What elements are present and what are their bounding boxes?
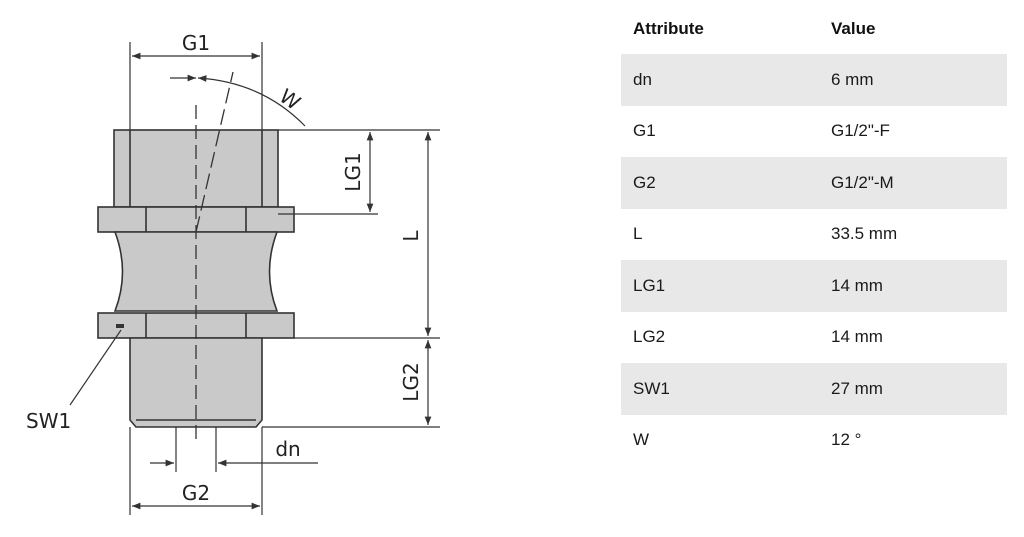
- attribute-cell: L: [633, 224, 643, 244]
- table-row: W 12 °: [621, 415, 1007, 467]
- attribute-table: Attribute Value dn 6 mm G1 G1/2"-F G2 G1…: [621, 4, 1007, 466]
- table-row: LG1 14 mm: [621, 260, 1007, 312]
- attribute-cell: dn: [621, 54, 819, 106]
- value-cell: 12 °: [831, 430, 862, 450]
- w-label: W: [275, 84, 305, 115]
- value-cell: G1/2"-F: [831, 121, 890, 141]
- value-cell: 14 mm: [819, 260, 1007, 312]
- table-row: LG2 14 mm: [621, 312, 1007, 364]
- attribute-cell: G1: [633, 121, 656, 141]
- value-cell: G1/2"-M: [819, 157, 1007, 209]
- value-cell: 6 mm: [819, 54, 1007, 106]
- bottom-section: [129, 337, 263, 428]
- sw1-label: SW1: [26, 409, 71, 433]
- attribute-cell: LG2: [633, 327, 666, 347]
- table-row: L 33.5 mm: [621, 209, 1007, 261]
- sw1-leader-line: [69, 329, 122, 406]
- technical-drawing: G1 W LG1 L LG2 SW1 dn G2: [26, 31, 440, 515]
- lg2-label: LG2: [399, 362, 423, 401]
- angle-line: [195, 71, 234, 233]
- attribute-cell: W: [633, 430, 650, 450]
- value-cell: 33.5 mm: [831, 224, 898, 244]
- l-label: L: [399, 230, 423, 242]
- value-column-header: Value: [831, 19, 876, 38]
- g1-label: G1: [182, 31, 210, 55]
- attribute-cell: SW1: [621, 363, 819, 415]
- table-row: SW1 27 mm: [621, 363, 1007, 415]
- table-row: G1 G1/2"-F: [621, 106, 1007, 158]
- value-cell: 27 mm: [819, 363, 1007, 415]
- value-cell: 14 mm: [831, 327, 883, 347]
- dn-label: dn: [275, 437, 300, 461]
- attribute-column-header: Attribute: [633, 19, 704, 38]
- g2-label: G2: [182, 481, 210, 505]
- lg1-label: LG1: [341, 152, 365, 191]
- w-angle-arc: [197, 75, 306, 127]
- table-row: dn 6 mm: [621, 54, 1007, 106]
- attribute-cell: LG1: [621, 260, 819, 312]
- attribute-cell: G2: [621, 157, 819, 209]
- table-header-row: Attribute Value: [621, 4, 1007, 54]
- table-row: G2 G1/2"-M: [621, 157, 1007, 209]
